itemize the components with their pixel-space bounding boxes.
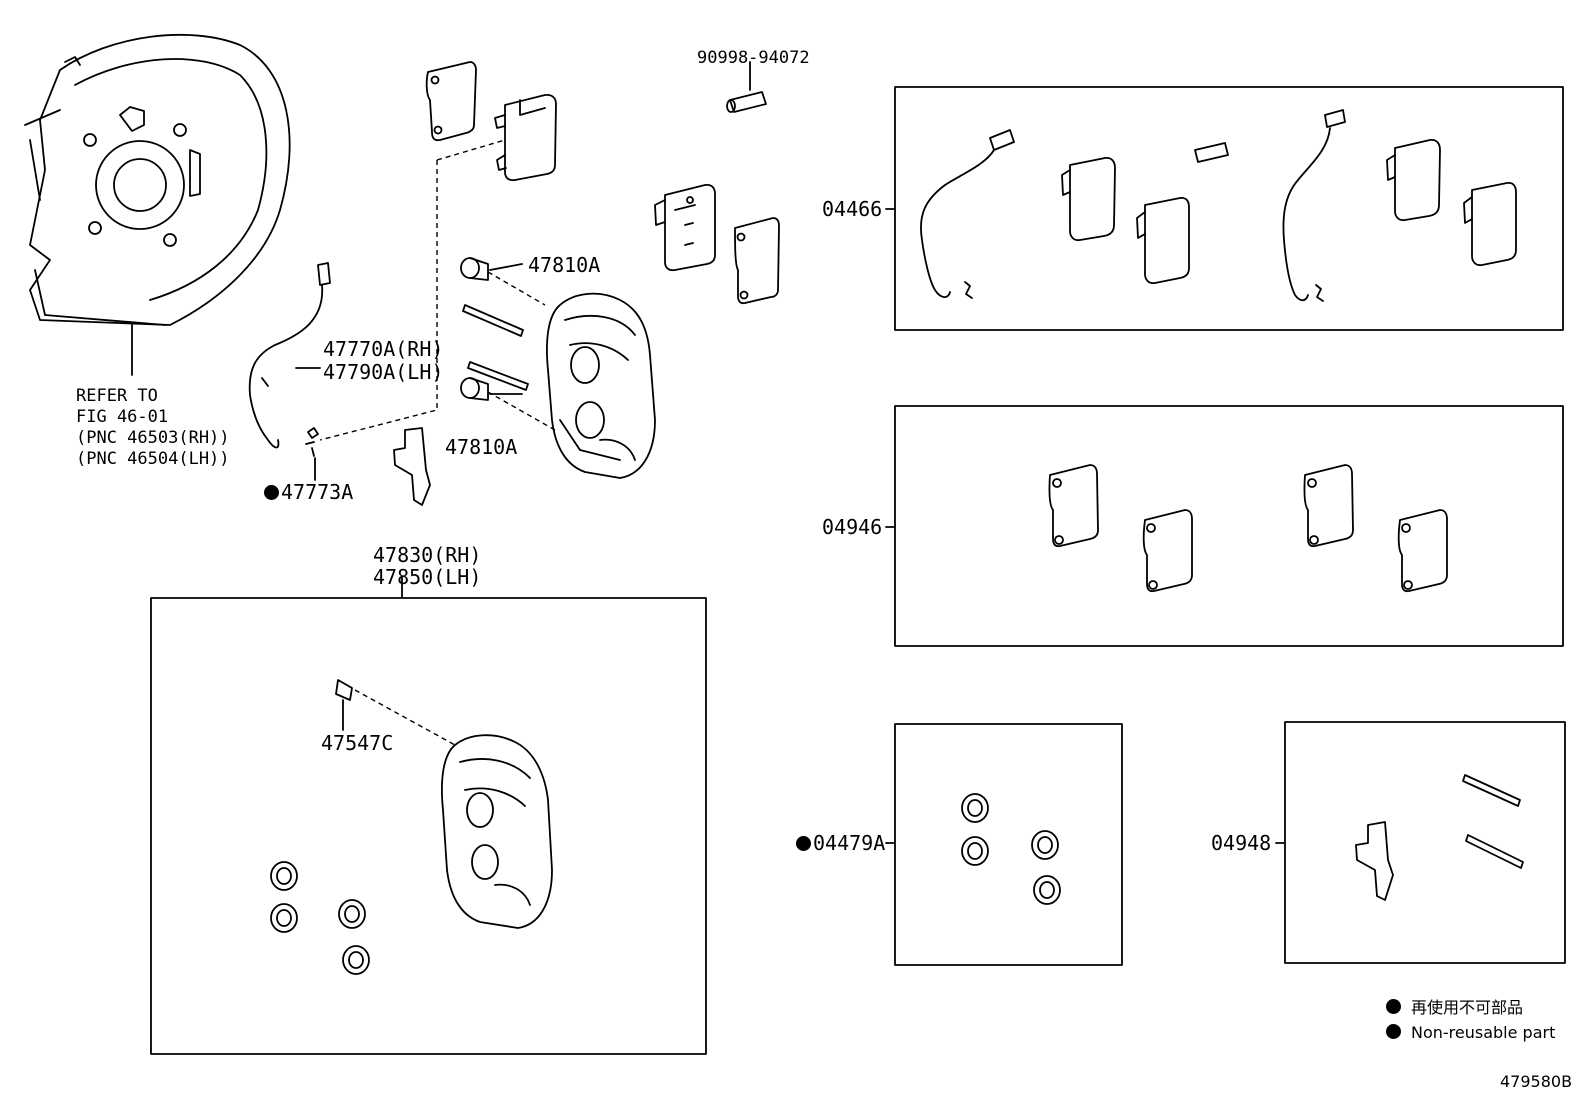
dust-cover-drawing	[24, 33, 291, 376]
label-kit-04466: 04466	[822, 197, 883, 221]
refer-to-line-4: (PNC 46504(LH))	[76, 449, 230, 469]
label-kit-04946: 04946	[822, 515, 883, 539]
bleeder-plug-bottom-drawing	[460, 377, 523, 401]
dashed-guide-plug-top	[487, 271, 546, 306]
anti-squeal-shim-top-drawing	[425, 61, 477, 142]
figure-code: 479580B	[1500, 1072, 1573, 1091]
non-reusable-dot-icon	[1386, 1024, 1401, 1039]
label-47830: 47830(RH)	[373, 543, 482, 567]
pad-support-plate-drawing	[393, 427, 431, 506]
dashed-guide-plug-bottom	[487, 391, 556, 431]
legend-english: Non-reusable part	[1386, 1023, 1555, 1043]
pad-pin-top-drawing	[462, 304, 524, 337]
caliper-upper-drawing	[546, 292, 656, 479]
label-47547c: 47547C	[321, 731, 394, 755]
label-47810a-top: 47810A	[528, 253, 601, 277]
brake-pad-middle-drawing	[654, 183, 716, 272]
kit-04479a-contents	[961, 793, 1061, 905]
kit-04948-contents	[1355, 774, 1524, 901]
kit-04946-contents	[1048, 464, 1448, 593]
dashed-guide-bleeder	[354, 689, 456, 746]
non-reusable-dot-icon	[796, 836, 811, 851]
anti-squeal-shim-middle-drawing	[734, 217, 780, 305]
pad-pin-bottom-drawing	[467, 361, 529, 391]
caliper-assembly-box	[150, 597, 707, 1055]
kit-04466-contents	[920, 109, 1517, 302]
label-47790a: 47790A(LH)	[323, 360, 444, 384]
label-kit-04479a: 04479A	[796, 832, 885, 854]
piston-seals-assembly-drawing	[270, 861, 370, 975]
label-90998-94072: 90998-94072	[697, 48, 810, 68]
label-47850: 47850(LH)	[373, 565, 482, 589]
refer-to-line-2: FIG 46-01	[76, 407, 169, 427]
kit-box-04948	[1284, 721, 1566, 964]
pin-90998-drawing	[726, 61, 767, 113]
dashed-guide-pad	[436, 139, 506, 161]
label-47773a: 47773A	[264, 481, 353, 503]
kit-box-04466	[894, 86, 1564, 331]
refer-to-line-3: (PNC 46503(RH))	[76, 428, 230, 448]
label-47810a-bottom: 47810A	[445, 435, 518, 459]
wear-sensor-drawing	[248, 262, 331, 449]
refer-to-line-1: REFER TO	[76, 386, 158, 406]
bleeder-plug-top-drawing	[460, 257, 523, 281]
clip-47773a-drawing	[305, 427, 319, 481]
non-reusable-dot-icon	[1386, 999, 1401, 1014]
legend-japanese: 再使用不可部品	[1386, 998, 1523, 1018]
kit-box-04946	[894, 405, 1564, 647]
label-kit-04948: 04948	[1211, 831, 1272, 855]
non-reusable-dot-icon	[264, 485, 279, 500]
brake-pad-top-drawing	[494, 93, 557, 182]
kit-box-04479a	[894, 723, 1123, 966]
bleeder-screw-drawing	[335, 679, 353, 731]
label-47770a: 47770A(RH)	[323, 337, 444, 361]
caliper-lower-drawing	[441, 734, 553, 929]
leader-lines	[401, 208, 1285, 844]
dashed-guide-shim	[319, 160, 438, 441]
